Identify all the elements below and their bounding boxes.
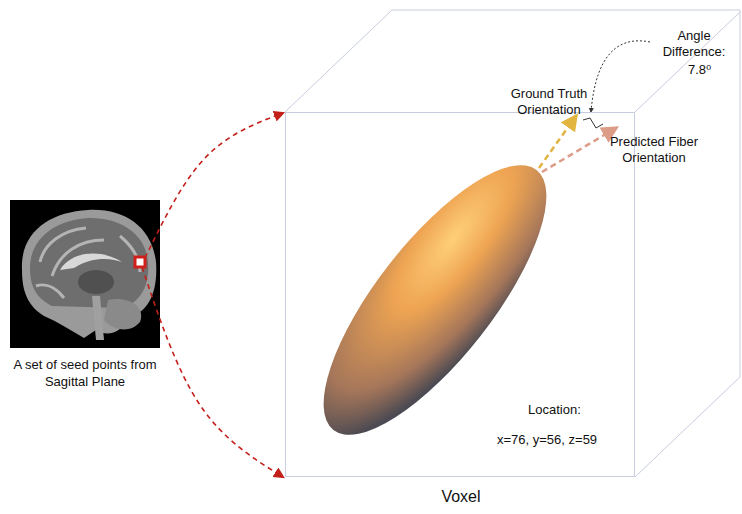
voxel-caption: Voxel xyxy=(286,487,636,507)
projection-arrow xyxy=(145,113,283,258)
ground-truth-label: Ground Truth Orientation xyxy=(493,86,605,118)
seed-point-marker xyxy=(135,257,145,267)
voxel-cube-edges xyxy=(285,10,740,477)
angle-label: Angle Difference: xyxy=(654,28,734,60)
angle-bracket xyxy=(583,118,603,128)
projection-arrow xyxy=(142,267,283,477)
voxel-front-face: Voxel xyxy=(285,112,635,477)
angle-pointer xyxy=(591,41,650,112)
predicted-arrow xyxy=(542,128,616,172)
location-value: x=76, y=56, z=59 xyxy=(497,432,627,448)
location-heading: Location: xyxy=(528,402,628,418)
predicted-label: Predicted Fiber Orientation xyxy=(596,134,712,166)
mri-image-box: A set of seed points from Sagittal Plane xyxy=(10,200,160,348)
mri-slice xyxy=(10,200,160,348)
image-caption: A set of seed points from Sagittal Plane xyxy=(0,356,170,390)
angle-value: 7.8⁰ xyxy=(688,62,734,78)
ground-truth-arrow xyxy=(539,116,576,168)
